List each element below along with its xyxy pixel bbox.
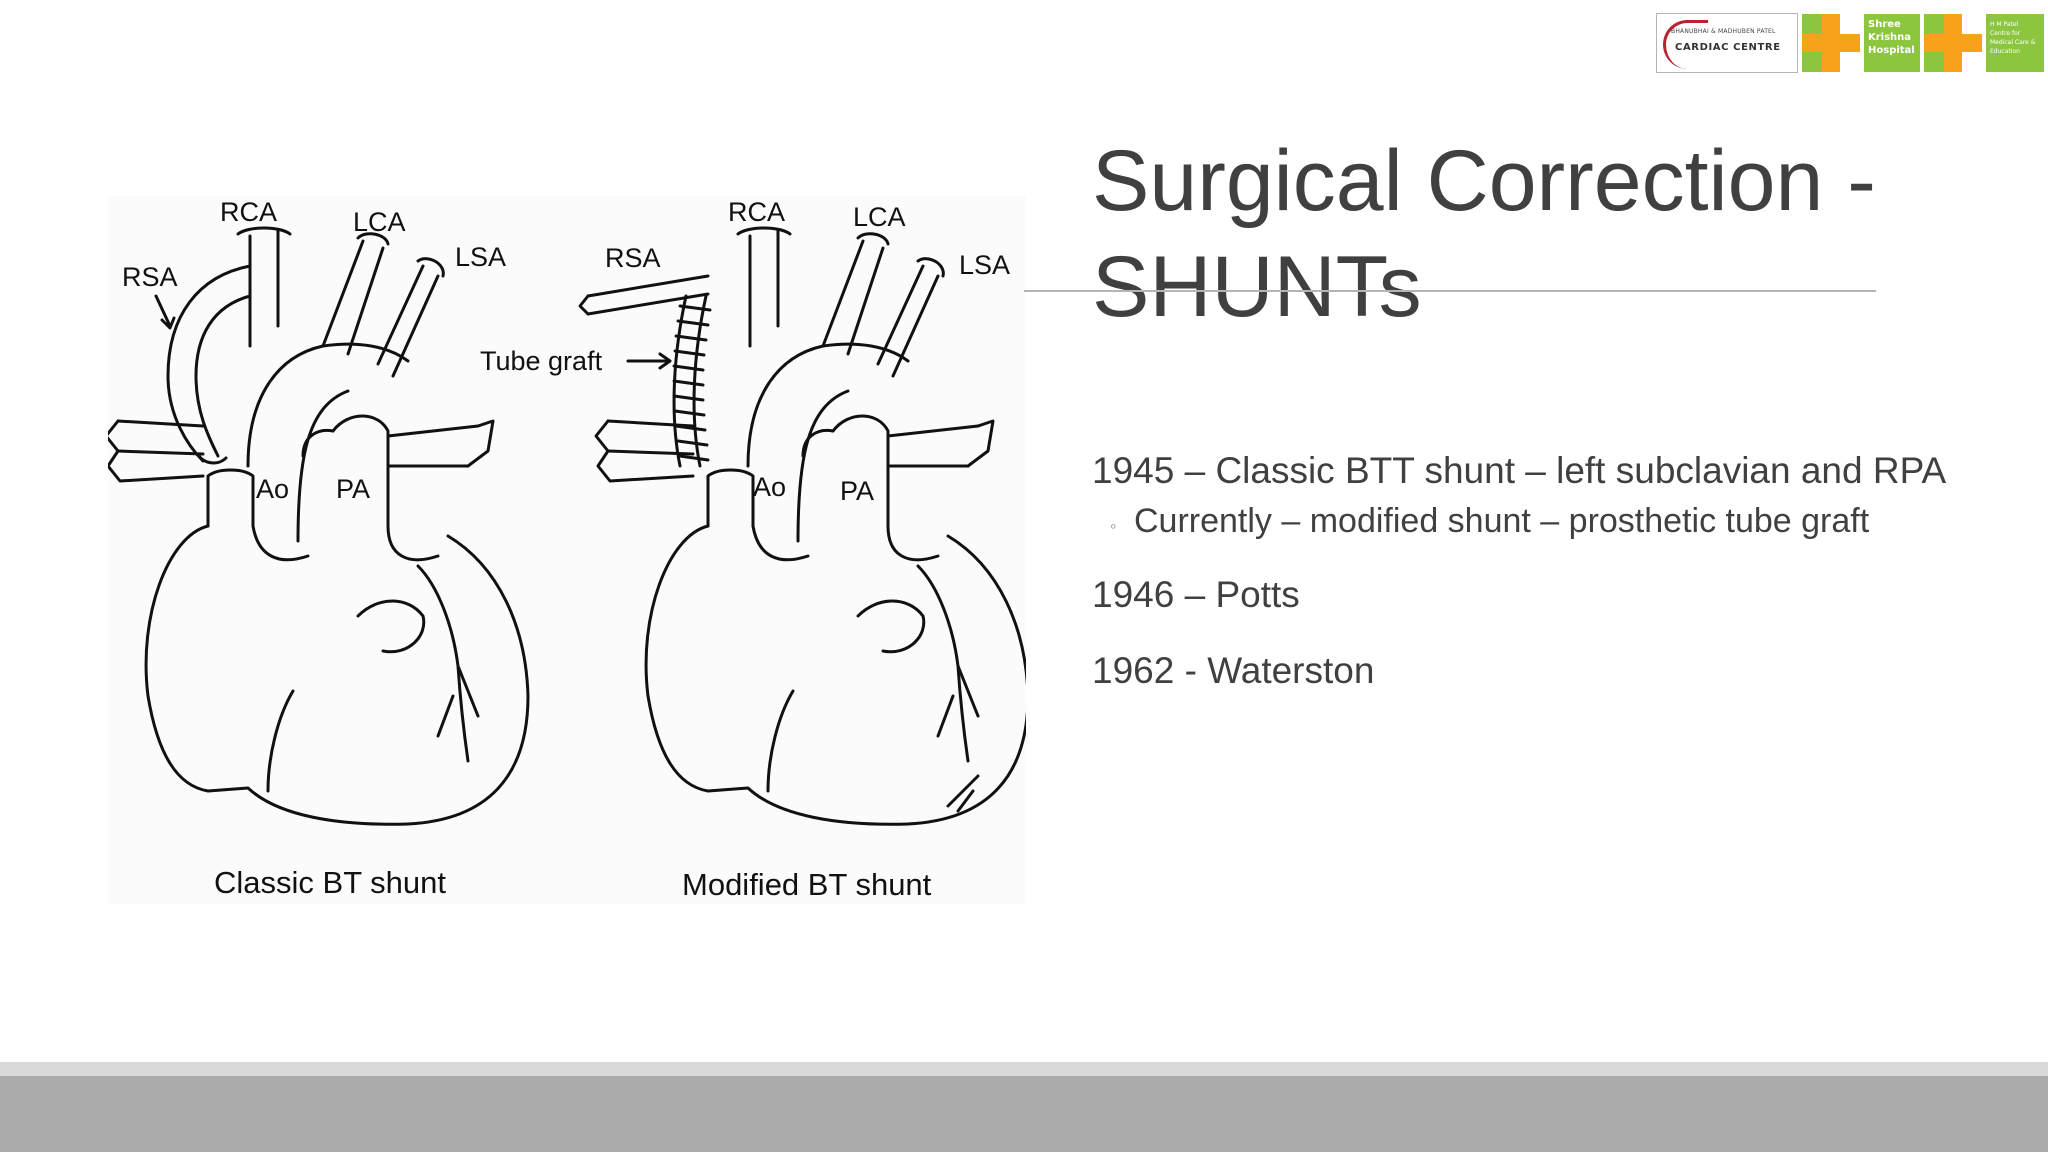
hospital-name-logo: Shree Krishna Hospital [1864,14,1920,72]
slide-title: Surgical Correction - SHUNTs [1092,133,1876,335]
tube-graft-label: Tube graft [480,346,603,376]
pa-label-left: PA [336,474,370,504]
classic-shunt-heart-drawing [108,226,530,826]
pa-label-right: PA [840,476,874,506]
tube-graft-drawing [626,294,712,468]
bullet-currently: Currently – modified shunt – prosthetic … [1134,502,1870,540]
circle-bullet-icon: ◦ [1110,516,1117,536]
lca-label-left: LCA [353,207,406,237]
sub-bullet-row: ◦ Currently – modified shunt – prostheti… [1110,498,1972,544]
footer-stripe [0,1062,2048,1076]
bullet-1945: 1945 – Classic BTT shunt – left subclavi… [1092,450,1947,491]
lsa-label-left: LSA [455,242,506,272]
cardiac-centre-subtext: BHANUBHAI & MADHUBEN PATEL [1671,28,1776,35]
plus-cross-icon [1802,14,1860,72]
cardiac-centre-logo: BHANUBHAI & MADHUBEN PATEL CARDIAC CENTR… [1656,13,1798,73]
ao-label-right: Ao [753,472,786,502]
classic-caption: Classic BT shunt [214,865,446,900]
lsa-label-right: LSA [959,250,1010,280]
rca-label-right: RCA [728,197,785,227]
heart-arc-icon [1663,20,1708,69]
rsa-label-left: RSA [122,262,178,292]
footer-bar [0,1076,2048,1152]
hospital-logos: BHANUBHAI & MADHUBEN PATEL CARDIAC CENTR… [1656,12,2044,74]
modified-caption: Modified BT shunt [682,867,932,902]
ao-label-left: Ao [256,474,289,504]
plus-cross-icon-2 [1924,14,1982,72]
title-divider [1024,290,1876,292]
bullet-1962: 1962 - Waterston [1092,650,1375,691]
cardiac-centre-name: CARDIAC CENTRE [1675,42,1781,53]
rca-label-left: RCA [220,197,277,227]
slide-bullets: 1945 – Classic BTT shunt – left subclavi… [1092,448,1972,694]
rsa-label-right: RSA [605,243,661,273]
bullet-1946: 1946 – Potts [1092,574,1300,615]
bt-shunt-diagram: RCA LCA LSA RSA Ao PA Classic BT shunt R… [108,196,1026,904]
centre-name-logo: H M Patel Centre for Medical Care & Educ… [1986,14,2044,72]
lca-label-right: LCA [853,202,906,232]
modified-shunt-heart-drawing [578,226,1026,826]
